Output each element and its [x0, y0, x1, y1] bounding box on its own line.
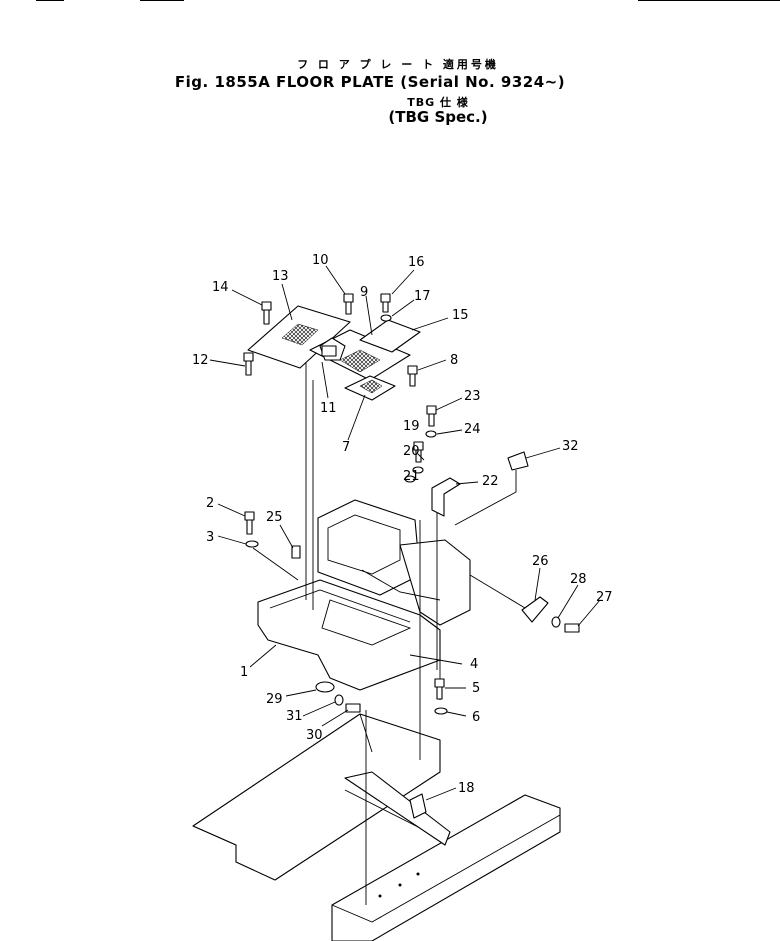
washer-6 — [434, 707, 448, 715]
cover-26 — [521, 596, 549, 623]
bolt-10 — [343, 293, 354, 315]
washer-28 — [551, 616, 561, 628]
callout-11: 11 — [320, 401, 337, 416]
callout-9: 9 — [360, 285, 368, 300]
floor-frame — [257, 499, 471, 700]
bolt-19 — [413, 441, 424, 463]
bolt-23 — [426, 405, 437, 427]
callout-28: 28 — [570, 572, 587, 587]
callout-5: 5 — [472, 681, 480, 696]
callout-4: 4 — [470, 657, 478, 672]
callout-12: 12 — [192, 353, 209, 368]
figure-title: Fig. 1855A FLOOR PLATE (Serial No. 9324~… — [174, 73, 566, 91]
bolt-8 — [407, 365, 418, 387]
clip-32 — [507, 451, 529, 471]
callout-24: 24 — [464, 422, 481, 437]
callout-numbers: 1 2 3 4 5 6 7 8 9 10 11 12 13 14 15 16 1… — [192, 253, 613, 796]
callout-32: 32 — [562, 439, 579, 454]
callout-30: 30 — [306, 728, 323, 743]
callout-18: 18 — [458, 781, 475, 796]
part-11 — [321, 345, 337, 357]
callout-10: 10 — [312, 253, 329, 268]
callout-20: 20 — [403, 444, 420, 459]
callout-22: 22 — [482, 474, 499, 489]
callout-26: 26 — [532, 554, 549, 569]
callout-13: 13 — [272, 269, 289, 284]
bolt-12 — [243, 352, 254, 376]
callout-23: 23 — [464, 389, 481, 404]
callout-1: 1 — [240, 665, 248, 680]
callout-6: 6 — [472, 710, 480, 725]
bolt-30 — [345, 703, 361, 713]
cap-29 — [315, 681, 335, 693]
callout-15: 15 — [452, 308, 469, 323]
callout-2: 2 — [206, 496, 214, 511]
washer-20 — [412, 466, 424, 474]
callout-16: 16 — [408, 255, 425, 270]
bracket-7 — [344, 375, 396, 401]
grab-handle-22 — [431, 477, 461, 517]
washer-31 — [334, 694, 344, 706]
washer-17 — [380, 314, 392, 322]
callout-29: 29 — [266, 692, 283, 707]
callout-3: 3 — [206, 530, 214, 545]
bolt-16 — [380, 293, 391, 313]
scan-mark — [638, 0, 780, 1]
spec-label: (TBG Spec.) — [388, 108, 488, 126]
mesh-plate-13 — [247, 305, 351, 369]
callout-27: 27 — [596, 590, 613, 605]
callout-17: 17 — [414, 289, 431, 304]
cover-plate-15 — [359, 319, 421, 353]
bolt-25 — [291, 545, 301, 559]
bracket-18 — [409, 793, 427, 819]
washer-3 — [245, 540, 259, 548]
callout-14: 14 — [212, 280, 229, 295]
scan-mark — [140, 0, 184, 1]
bolt-27 — [564, 623, 580, 633]
bolt-5 — [434, 678, 445, 700]
callout-31: 31 — [286, 709, 303, 724]
bolt-2 — [244, 511, 255, 535]
callout-25: 25 — [266, 510, 283, 525]
callout-21: 21 — [403, 469, 420, 484]
washer-21 — [404, 475, 416, 483]
scan-mark — [36, 0, 64, 1]
right-track-frame — [331, 771, 561, 941]
mesh-plate-9 — [309, 329, 411, 381]
japanese-spec-label: TBG 仕 様 — [407, 96, 469, 109]
washer-24 — [425, 430, 437, 438]
callout-7: 7 — [342, 440, 350, 455]
assembly-leader-lines — [252, 355, 526, 905]
callout-8: 8 — [450, 353, 458, 368]
callout-leaders — [209, 265, 601, 801]
japanese-title: フ ロ ア プ レ ー ト 適用号機 — [297, 58, 499, 71]
bolt-14 — [261, 301, 272, 325]
callout-19: 19 — [403, 419, 420, 434]
